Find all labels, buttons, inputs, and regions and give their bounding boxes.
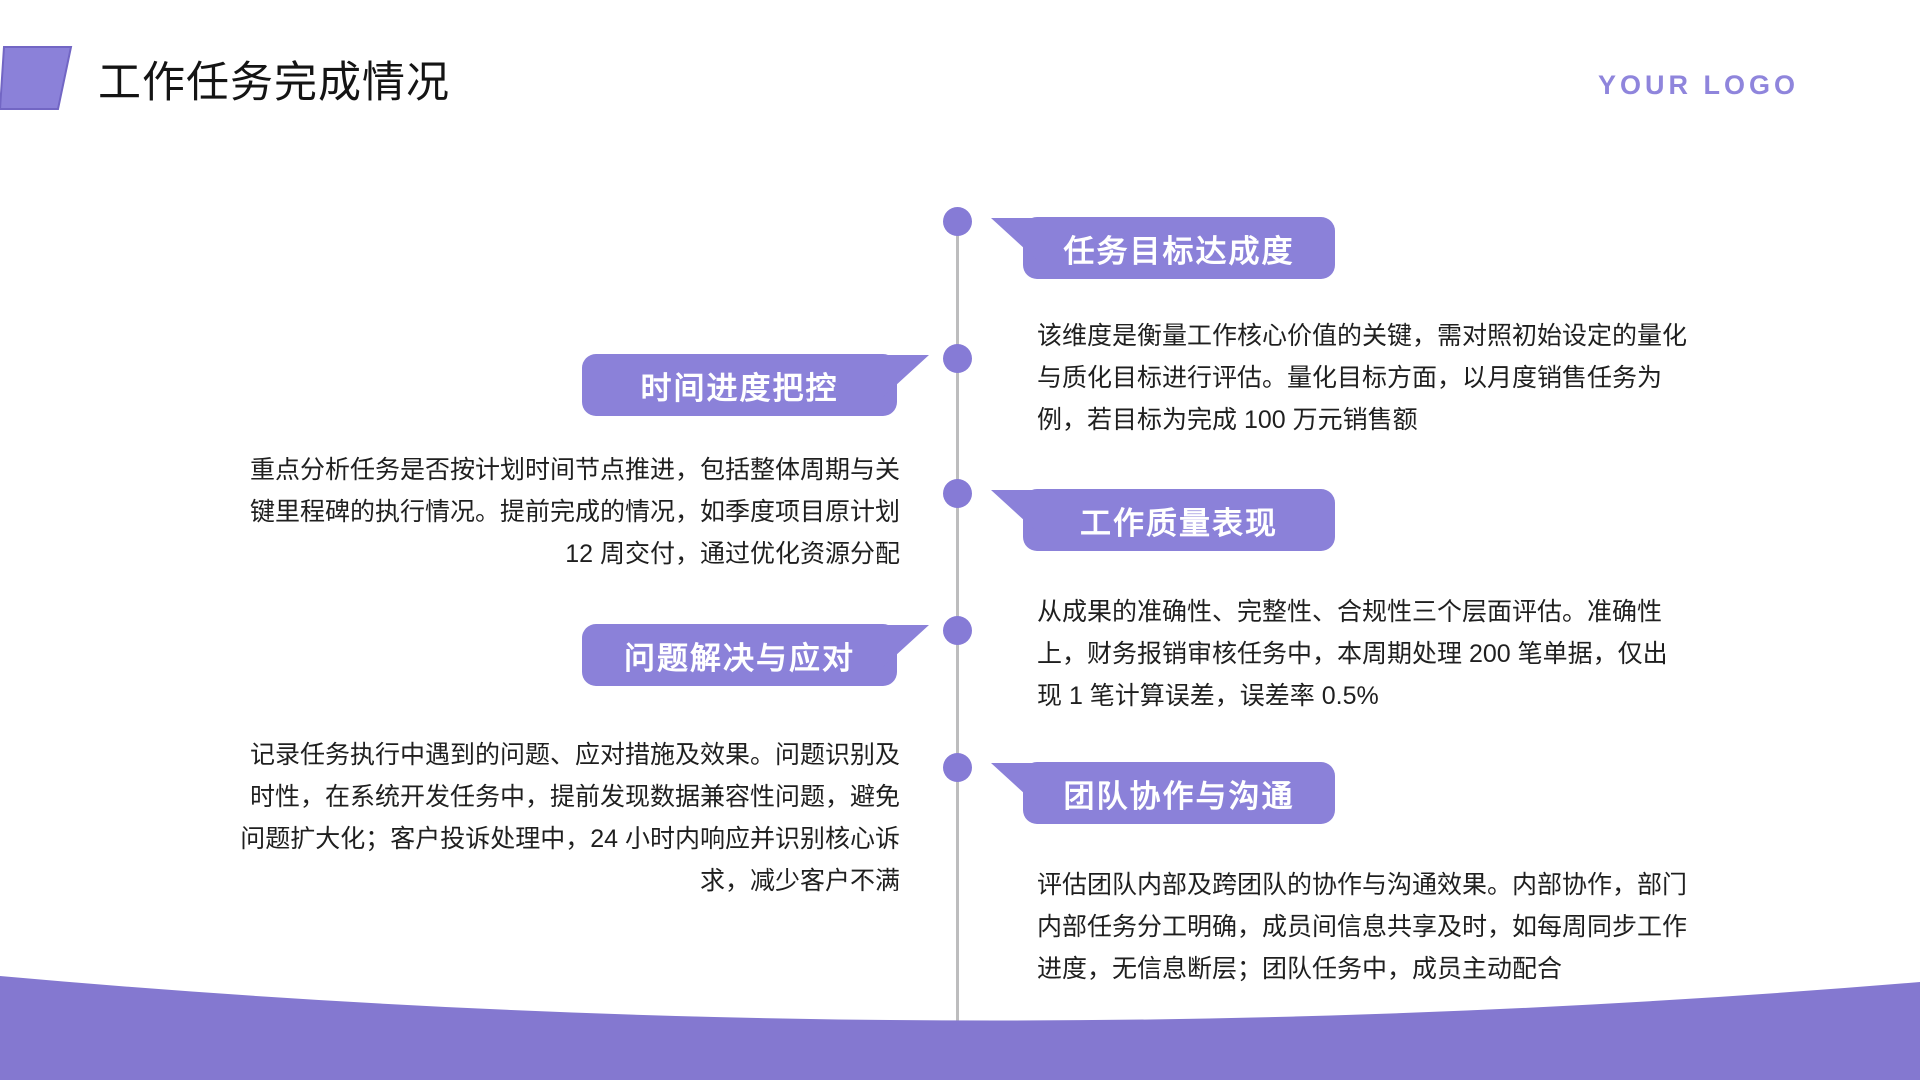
timeline-dot-4 (943, 616, 972, 645)
timeline-item-text: 从成果的准确性、完整性、合规性三个层面评估。准确性上，财务报销审核任务中，本周期… (1037, 598, 1668, 710)
timeline-banner-label: 工作质量表现 (1080, 505, 1278, 541)
timeline-item-text: 该维度是衡量工作核心价值的关键，需对照初始设定的量化与质化目标进行评估。量化目标… (1037, 322, 1688, 434)
timeline-banner-label: 时间进度把控 (640, 370, 839, 406)
title-parallelogram-shape (0, 46, 73, 110)
banner-tail-shape (869, 625, 929, 667)
banner-tail-shape (991, 490, 1051, 532)
timeline-banner-label: 团队协作与沟通 (1063, 778, 1295, 814)
banner-tail-shape (991, 763, 1051, 805)
timeline-banner-schedule: 时间进度把控 (582, 354, 929, 416)
timeline-item-text: 记录任务执行中遇到的问题、应对措施及效果。问题识别及时性，在系统开发任务中，提前… (240, 741, 900, 895)
timeline-banner-teamwork: 团队协作与沟通 (991, 762, 1335, 824)
banner-tail-shape (991, 218, 1051, 260)
page-title: 工作任务完成情况 (98, 59, 450, 107)
timeline-dot-2 (943, 344, 972, 373)
timeline-banner-label: 任务目标达成度 (1063, 233, 1295, 269)
timeline-dot-1 (943, 207, 972, 236)
timeline-banner-label: 问题解决与应对 (624, 640, 855, 676)
timeline-banner-goal: 任务目标达成度 (991, 217, 1335, 279)
banner-tail-shape (869, 355, 929, 397)
timeline-banner-problem: 问题解决与应对 (582, 624, 929, 686)
timeline-dot-5 (943, 753, 972, 782)
timeline-item-text: 重点分析任务是否按计划时间节点推进，包括整体周期与关键里程碑的执行情况。提前完成… (249, 456, 900, 568)
timeline-banner-quality: 工作质量表现 (991, 489, 1335, 551)
timeline-dot-3 (943, 479, 972, 508)
timeline-item-text: 评估团队内部及跨团队的协作与沟通效果。内部协作，部门内部任务分工明确，成员间信息… (1037, 871, 1688, 983)
logo-text: YOUR LOGO (1598, 70, 1800, 100)
